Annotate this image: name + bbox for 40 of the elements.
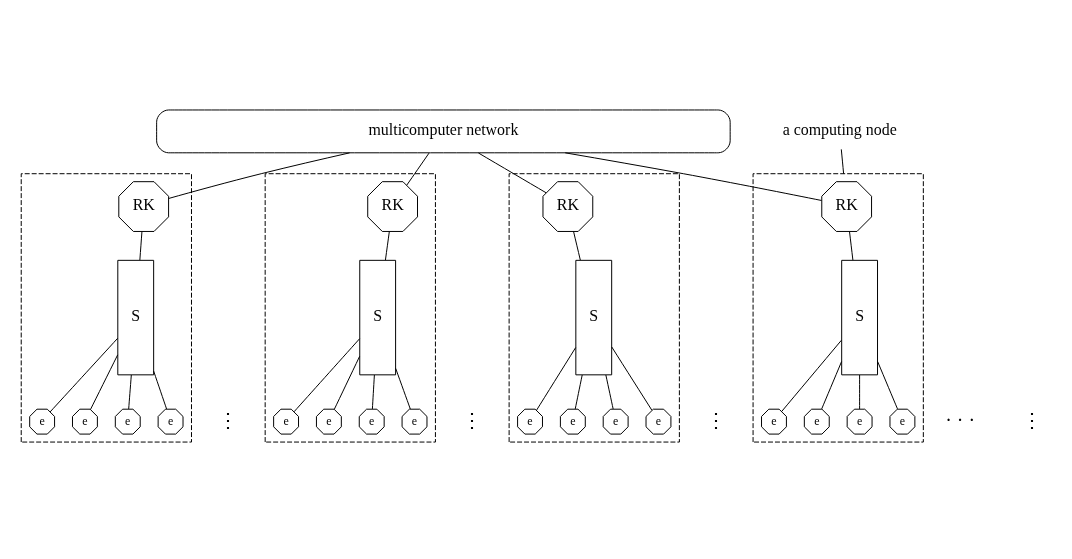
- connector: [371, 374, 375, 409]
- node-box: S: [359, 259, 397, 375]
- cluster: [752, 172, 924, 443]
- label: ⋮: [462, 408, 483, 431]
- connector: [49, 337, 119, 412]
- connector: [139, 230, 143, 261]
- label: ⋮: [218, 408, 239, 431]
- connector: [395, 367, 411, 409]
- label: ⋮: [706, 408, 727, 431]
- node-box: S: [117, 259, 155, 375]
- cluster: [264, 172, 436, 443]
- connector: [840, 148, 845, 174]
- connector: [574, 374, 583, 409]
- connector: [859, 374, 861, 409]
- label: · · ·: [945, 408, 976, 431]
- label: ⋮: [1021, 408, 1042, 431]
- connector: [536, 346, 577, 411]
- connector: [333, 355, 361, 410]
- connector: [128, 374, 132, 409]
- connector: [168, 151, 351, 199]
- connector: [605, 374, 614, 409]
- node-box: multicomputer network: [156, 109, 731, 153]
- connector: [573, 230, 581, 261]
- cluster: [20, 172, 192, 443]
- cluster: [508, 172, 680, 443]
- node-box: S: [575, 259, 613, 375]
- node-box: S: [841, 259, 879, 375]
- connector: [293, 337, 361, 412]
- connector: [564, 151, 822, 201]
- connector: [153, 370, 168, 409]
- connector: [821, 360, 843, 409]
- connector: [849, 230, 854, 261]
- connector: [611, 346, 653, 411]
- connector: [90, 353, 119, 410]
- connector: [477, 151, 547, 193]
- connector: [406, 152, 430, 186]
- connector: [877, 360, 898, 409]
- connector: [384, 230, 390, 261]
- node-text: a computing node: [782, 120, 897, 138]
- connector: [781, 339, 842, 412]
